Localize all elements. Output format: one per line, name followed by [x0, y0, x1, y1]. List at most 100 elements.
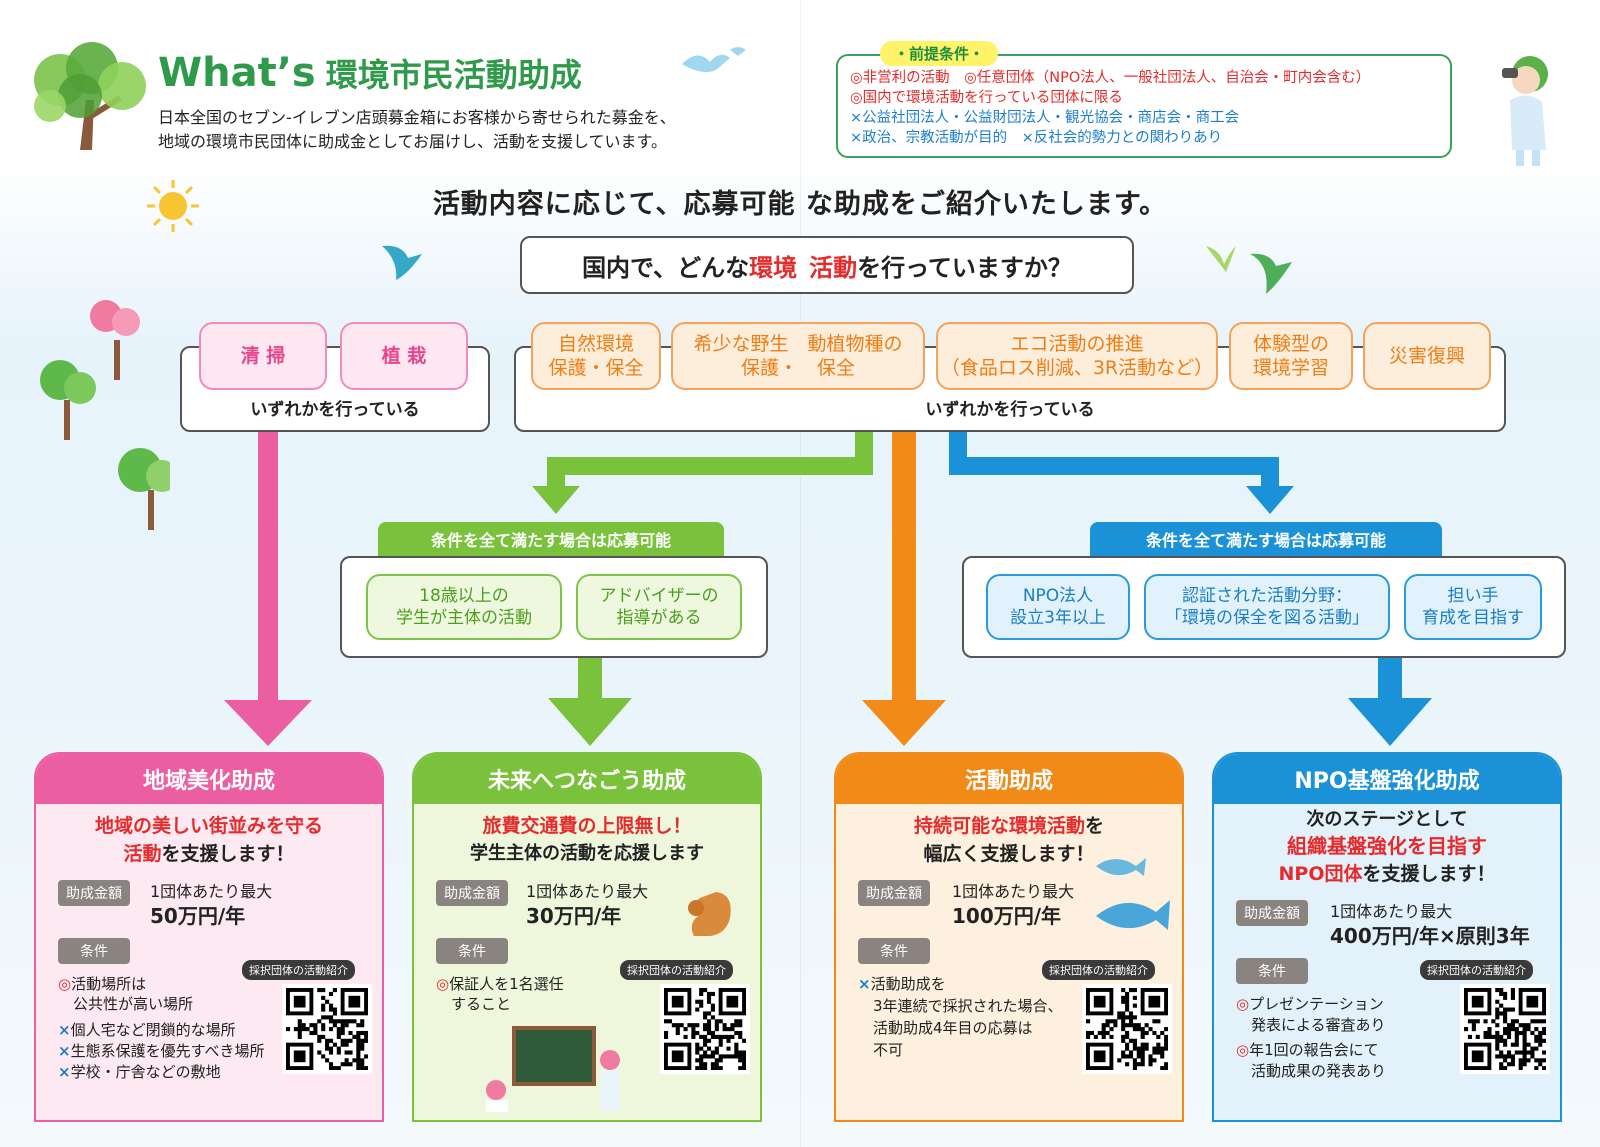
- classroom-illustration: [486, 1026, 620, 1112]
- premise-tag: ・前提条件・: [880, 41, 999, 66]
- condition-text: 公共性が高い場所: [58, 995, 194, 1013]
- card-tagline: を支援します！: [161, 843, 295, 865]
- card-tagline: 持続可能な環境活動: [913, 815, 1085, 837]
- grant-amount: 50万円/年: [150, 904, 246, 928]
- blue-condition-item: 認証された活動分野： 「環境の保全を図る活動」: [1144, 574, 1390, 640]
- premise-box: ◎非営利の活動 ◎任意団体（NPO法人、一般社団法人、自治会・町内会含む） ◎国…: [836, 54, 1452, 158]
- qr-code[interactable]: [660, 984, 750, 1074]
- activity-cleaning: 清 掃: [199, 322, 327, 390]
- card-title: 活動助成: [836, 754, 1182, 804]
- sun-icon: [147, 180, 199, 232]
- premise-line: ×政治、宗教活動が目的 ×反社会的勢力との関わりあり: [850, 130, 1223, 146]
- question-text: 国内で、どんな: [582, 253, 750, 282]
- trees-illustration: [40, 300, 170, 530]
- condition-text: 活動助成4年目の応募は: [858, 1019, 1033, 1037]
- premise-line: ◎非営利の活動 ◎任意団体（NPO法人、一般社団法人、自治会・町内会含む）: [850, 70, 1371, 86]
- activity-line: 体験型の: [1252, 333, 1329, 355]
- condition-text: すること: [436, 995, 512, 1013]
- blue-condition-item: 担い手 育成を目指す: [1404, 574, 1542, 640]
- title-ja: 環境市民活動助成: [325, 56, 582, 94]
- condition-text: ◎保証人を1名選任: [436, 975, 564, 993]
- question-text: を行っていますか？: [857, 253, 1072, 282]
- amount-chip: 助成金額: [858, 880, 930, 906]
- bird-icon: [382, 245, 422, 280]
- condition-line: 認証された活動分野：: [1182, 586, 1352, 606]
- question-highlight: 活動: [809, 253, 858, 282]
- qr-code[interactable]: [282, 984, 372, 1074]
- fish-icon: [1096, 858, 1170, 930]
- qr-label: 採択団体の活動紹介: [620, 960, 733, 980]
- condition-line: アドバイザーの: [599, 586, 719, 606]
- activity-line: 希少な野生 動植物種の: [693, 333, 903, 355]
- condition-chip: 条件: [1236, 958, 1308, 984]
- qr-code[interactable]: [1082, 984, 1172, 1074]
- condition-line: 設立3年以上: [1010, 608, 1106, 628]
- condition-text: 3年連続で採択された場合、: [858, 997, 1063, 1015]
- bird-icon: [1206, 246, 1292, 294]
- activity-line: 自然環境: [557, 333, 634, 355]
- qr-label: 採択団体の活動紹介: [1042, 960, 1155, 980]
- amount-chip: 助成金額: [1236, 900, 1308, 926]
- card-tagline: NPO団体: [1278, 863, 1363, 885]
- green-condition-tag: 条件を全て満たす場合は応募可能: [378, 522, 724, 556]
- condition-text: ◎年1回の報告会にて: [1236, 1041, 1379, 1059]
- tree-logo-icon: [34, 42, 146, 150]
- condition-line: NPO法人: [1022, 586, 1094, 606]
- amount-label: 1団体あたり最大: [952, 882, 1075, 901]
- page-fold: [800, 0, 801, 1147]
- grant-amount: 100万円/年: [952, 904, 1062, 928]
- condition-line: 学生が主体の活動: [396, 608, 532, 628]
- condition-line: 「環境の保全を図る活動」: [1165, 608, 1369, 628]
- activity-line: 環境学習: [1252, 357, 1329, 379]
- grant-card-npo-base: NPO基盤強化助成 次のステージとして 組織基盤強化を目指す NPO団体を支援し…: [1212, 752, 1562, 1122]
- right-group-footer: いずれかを行っている: [925, 400, 1095, 420]
- card-tagline: 幅広く支援します！: [923, 843, 1095, 865]
- condition-text: ◎プレゼンテーション: [1236, 995, 1384, 1013]
- activity-line: エコ活動の推進: [1010, 333, 1144, 355]
- grant-amount: 30万円/年: [526, 904, 622, 928]
- amount-chip: 助成金額: [436, 880, 508, 906]
- grant-card-activity: 活動助成 持続可能な環境活動を 幅広く支援します！ 助成金額 1団体あたり最大 …: [834, 752, 1184, 1122]
- amount-label: 1団体あたり最大: [150, 882, 273, 901]
- condition-text: ×個人宅など閉鎖的な場所: [58, 1021, 236, 1039]
- card-tagline: を: [1085, 815, 1105, 837]
- activity-line: （食品ロス削減、3R活動など）: [940, 357, 1214, 379]
- intro-line: 日本全国のセブン-イレブン店頭募金箱にお客様から寄せられた募金を、: [158, 108, 676, 127]
- left-group-footer: いずれかを行っている: [250, 400, 420, 420]
- intro-text: 日本全国のセブン-イレブン店頭募金箱にお客様から寄せられた募金を、 地域の環境市…: [158, 106, 676, 154]
- card-tagline: 学生主体の活動を応援します: [470, 843, 704, 864]
- intro-line: 地域の環境市民団体に助成金としてお届けし、活動を支援しています。: [158, 132, 667, 151]
- condition-chip: 条件: [58, 938, 130, 964]
- activity-eco-promotion: エコ活動の推進 （食品ロス削減、3R活動など）: [936, 322, 1218, 390]
- grant-amount: 400万円/年×原則3年: [1330, 924, 1530, 948]
- qr-label: 採択団体の活動紹介: [242, 960, 355, 980]
- premise-line: ×公益社団法人・公益財団法人・観光協会・商店会・商工会: [850, 110, 1240, 126]
- qr-label: 採択団体の活動紹介: [1420, 960, 1533, 980]
- amount-label: 1団体あたり最大: [526, 882, 649, 901]
- amount-chip: 助成金額: [58, 880, 130, 906]
- premise-line: ◎国内で環境活動を行っている団体に限る: [850, 90, 1123, 106]
- activity-disaster-recovery: 災害復興: [1363, 322, 1491, 390]
- condition-chip: 条件: [858, 938, 930, 964]
- condition-text: 発表による審査あり: [1236, 1016, 1386, 1034]
- card-title: 未来へつなごう助成: [414, 754, 760, 804]
- bird-icon: [682, 47, 746, 72]
- activity-line: 保護・ 保全: [740, 357, 855, 379]
- condition-line: 指導がある: [616, 608, 702, 628]
- condition-text: 活動場所は: [71, 975, 147, 993]
- grant-card-future: 未来へつなごう助成 旅費交通費の上限無し！ 学生主体の活動を応援します 助成金額…: [412, 752, 762, 1122]
- condition-text: 活動成果の発表あり: [1236, 1062, 1387, 1080]
- condition-text: ×学校・庁舎などの敷地: [58, 1063, 221, 1081]
- qr-code[interactable]: [1460, 984, 1550, 1074]
- card-tagline: 旅費交通費の上限無し！: [482, 815, 692, 837]
- question-box: 国内で、どんな環境活動を行っていますか？: [520, 236, 1134, 294]
- green-condition-item: アドバイザーの 指導がある: [576, 574, 742, 640]
- activity-planting: 植 栽: [340, 322, 468, 390]
- question-highlight: 環境: [749, 253, 798, 282]
- blue-condition-tag: 条件を全て満たす場合は応募可能: [1090, 522, 1442, 556]
- condition-line: 担い手: [1447, 586, 1499, 606]
- condition-chip: 条件: [436, 938, 508, 964]
- activity-experiential-learning: 体験型の 環境学習: [1229, 322, 1353, 390]
- child-binoculars-icon: [1502, 56, 1548, 166]
- card-tagline: を支援します！: [1362, 863, 1496, 885]
